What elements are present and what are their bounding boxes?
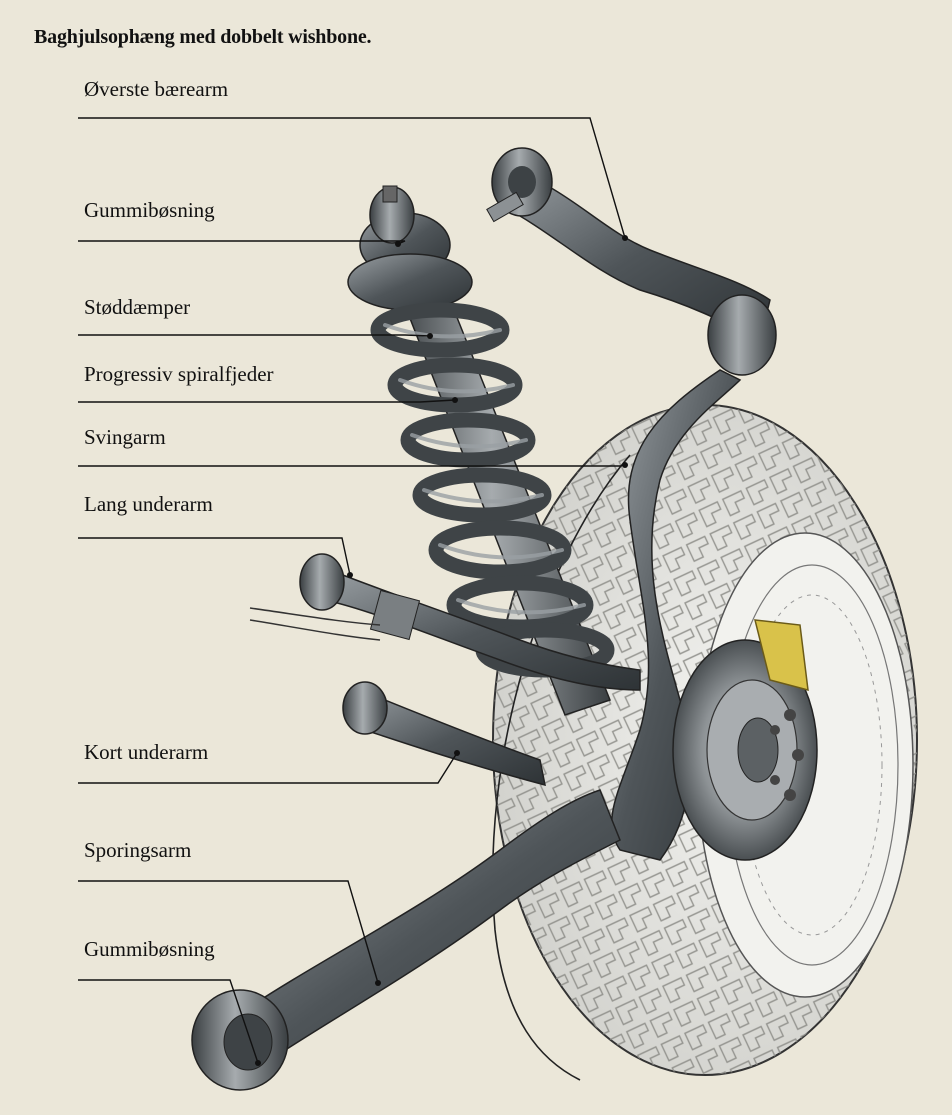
label-short-lower-arm: Kort underarm: [84, 740, 208, 765]
label-coil-spring: Progressiv spiralfjeder: [84, 362, 274, 387]
upper-arm-shape: [487, 148, 776, 375]
label-trailing-arm: Sporingsarm: [84, 838, 191, 863]
label-upper-arm: Øverste bærearm: [84, 77, 228, 102]
label-bushing-bottom: Gummibøsning: [84, 937, 215, 962]
label-long-lower-arm: Lang underarm: [84, 492, 213, 517]
label-shock-absorber: Støddæmper: [84, 295, 190, 320]
label-knuckle: Svingarm: [84, 425, 166, 450]
label-bushing-top: Gummibøsning: [84, 198, 215, 223]
figure-title: Baghjulsophæng med dobbelt wishbone.: [34, 26, 371, 49]
